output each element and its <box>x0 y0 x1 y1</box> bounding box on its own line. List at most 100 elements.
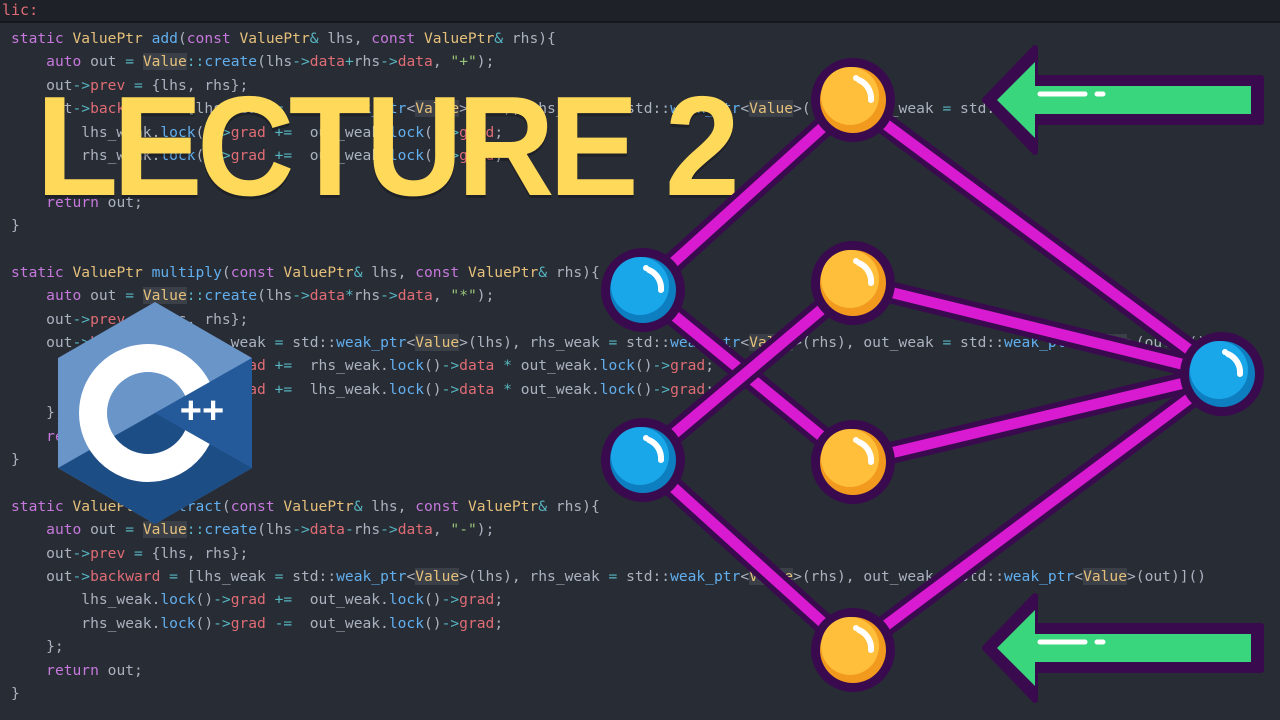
code-token: grad <box>459 146 495 164</box>
code-token: Value <box>415 100 460 118</box>
code-token: static <box>11 263 73 281</box>
code-token: std:: <box>960 334 1004 352</box>
code-token: Value <box>415 567 460 585</box>
code-token: auto <box>46 53 91 71</box>
code-token: } <box>11 217 20 235</box>
code-token: < <box>406 567 416 585</box>
code-token: create <box>204 521 258 539</box>
code-token: -> <box>213 614 231 632</box>
code-token: } <box>11 451 20 469</box>
code-token: = <box>274 334 293 352</box>
code-token: rhs <box>353 53 381 71</box>
code-token: out <box>11 544 73 562</box>
code-token: data <box>459 380 504 398</box>
code-line: }; <box>11 167 1206 190</box>
node-highlight <box>646 437 665 463</box>
code-token: "+" <box>450 53 477 71</box>
code-token: = <box>125 53 143 71</box>
code-token: -> <box>72 544 91 562</box>
code-token: ValuePtr <box>72 263 152 281</box>
code-token: >(rhs), out_weak <box>793 334 943 352</box>
code-token: data <box>309 521 345 539</box>
code-token: * <box>503 380 521 398</box>
code-token: weak_ptr <box>336 567 407 585</box>
code-token: [lhs_weak <box>186 100 275 118</box>
node-sparkle <box>853 625 859 631</box>
code-token: grad <box>670 380 706 398</box>
code-token: ; <box>494 591 504 609</box>
code-token: {lhs, rhs}; <box>151 76 249 94</box>
code-token: data <box>459 357 504 375</box>
code-token: out_weak. <box>300 591 389 609</box>
code-token: static <box>11 30 73 47</box>
code-token: & <box>309 30 328 47</box>
graph-edge <box>637 454 859 656</box>
code-token: lock <box>160 614 196 632</box>
code-token: out_weak. <box>300 614 389 632</box>
node-highlight <box>856 260 875 286</box>
code-token: }; <box>11 170 64 188</box>
code-token: auto <box>46 287 91 305</box>
code-token: out <box>90 53 126 71</box>
code-token: + <box>344 53 354 71</box>
code-token: lhs_weak. <box>11 591 161 609</box>
code-token: -> <box>652 357 671 375</box>
code-token: lhs, <box>327 30 372 47</box>
code-token: -> <box>380 53 398 71</box>
code-token: += <box>274 357 301 375</box>
code-line: out->prev = {lhs, rhs}; <box>11 542 1206 565</box>
code-token: rhs){ <box>511 30 556 47</box>
code-token: < <box>1074 567 1084 585</box>
code-token: std:: <box>292 334 337 352</box>
code-token: prev <box>90 544 135 562</box>
code-token: out_weak. <box>300 146 389 164</box>
graph-edge <box>847 368 1228 468</box>
graph-edge <box>637 277 859 466</box>
graph-edge <box>847 368 1228 656</box>
code-token: data <box>397 53 433 71</box>
code-token: * <box>503 357 521 375</box>
code-token: ); <box>476 53 495 71</box>
code-token: -> <box>213 123 231 141</box>
code-token: "-" <box>450 521 477 539</box>
code-token: rhs){ <box>555 263 600 281</box>
graph-node-bottom <box>811 608 895 692</box>
node-highlight <box>856 627 875 653</box>
code-token: const <box>230 497 284 515</box>
code-token: grad <box>230 123 275 141</box>
code-token: ValuePtr <box>424 30 495 47</box>
code-token: } <box>11 684 20 702</box>
code-token: = <box>169 100 187 118</box>
code-line: out->prev = {lhs, rhs}; <box>11 74 1206 97</box>
node-sparkle <box>1222 349 1228 355</box>
code-token: lock <box>599 380 635 398</box>
node-highlight <box>1225 351 1244 377</box>
code-token: ( <box>221 263 231 281</box>
code-token: = <box>125 521 143 539</box>
code-token: const <box>230 263 284 281</box>
code-line: auto out = Value::create(lhs->data+rhs->… <box>11 50 1206 73</box>
code-line: } <box>11 214 1206 237</box>
code-token: -> <box>213 591 231 609</box>
node-highlight <box>856 77 875 103</box>
code-token: >(lhs), rhs_weak <box>459 334 609 352</box>
code-token: (lhs <box>257 287 293 305</box>
cpp-logo-icon: ++ <box>58 302 252 524</box>
code-token: ; <box>494 614 504 632</box>
code-token: lock <box>599 357 635 375</box>
code-line: lhs_weak.lock()->grad += out_weak.lock()… <box>11 588 1206 611</box>
code-line: static ValuePtr add(const ValuePtr& lhs,… <box>11 27 1206 50</box>
code-token: grad <box>670 357 706 375</box>
graph-edge <box>847 277 1228 380</box>
editor-tab-bar: lic: <box>0 0 1280 23</box>
code-token: >(rhs), out_weak <box>793 567 943 585</box>
code-token: ( <box>221 497 231 515</box>
code-token: -> <box>441 123 460 141</box>
code-token: () <box>424 123 442 141</box>
code-line: }; <box>11 635 1206 658</box>
code-token: lock <box>388 380 425 398</box>
code-token: += <box>274 591 301 609</box>
code-token: Value <box>415 334 460 352</box>
code-line: auto out = Value::create(lhs->data-rhs->… <box>11 518 1206 541</box>
code-token: std:: <box>626 567 671 585</box>
